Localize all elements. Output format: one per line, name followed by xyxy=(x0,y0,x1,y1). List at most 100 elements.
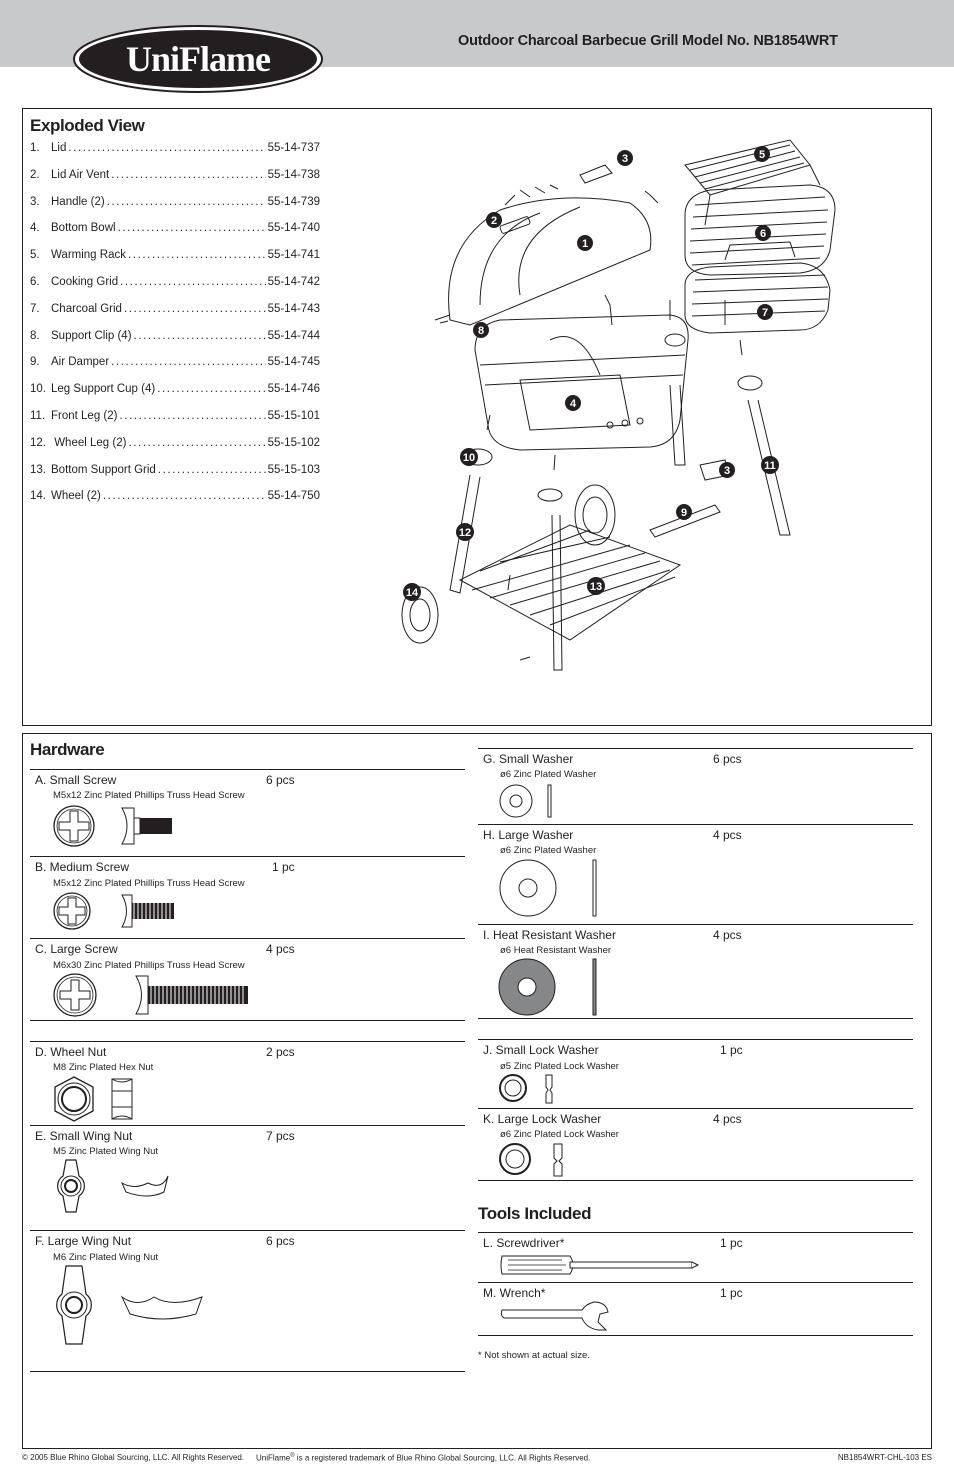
parts-list-item: 10.Leg Support Cup (4)55-14-746 xyxy=(30,383,320,399)
part-number: 11. xyxy=(30,410,46,422)
divider xyxy=(478,1180,913,1181)
dot-leader xyxy=(118,276,266,292)
svg-text:4: 4 xyxy=(570,398,577,410)
svg-text:3: 3 xyxy=(724,465,730,477)
parts-list-item: 1.Lid55-14-737 xyxy=(30,142,320,158)
divider xyxy=(478,1232,913,1233)
hardware-d-desc: M8 Zinc Plated Hex Nut xyxy=(53,1062,154,1073)
dot-leader xyxy=(117,410,266,426)
hardware-d-qty: 2 pcs xyxy=(266,1045,295,1059)
parts-list-item: 3.Handle (2)55-14-739 xyxy=(30,196,320,212)
hardware-title: Hardware xyxy=(30,740,105,759)
hardware-a-desc: M5x12 Zinc Plated Phillips Truss Head Sc… xyxy=(53,790,245,801)
footer-trademark-brand: UniFlame xyxy=(256,1453,291,1463)
divider xyxy=(30,1020,465,1021)
dot-leader xyxy=(116,222,266,238)
hardware-d-label: D. Wheel Nut xyxy=(35,1045,107,1059)
part-number: 2. xyxy=(30,168,40,181)
large-lock-washer-icon xyxy=(499,1143,563,1177)
hardware-g-qty: 6 pcs xyxy=(713,752,742,766)
dot-leader xyxy=(66,142,266,158)
part-name: Bottom Bowl xyxy=(51,222,116,235)
hardware-i-label: I. Heat Resistant Washer xyxy=(483,928,616,942)
hex-nut-icon xyxy=(54,1076,133,1122)
large-wing-nut-icon xyxy=(56,1265,203,1345)
hardware-j-desc: ø5 Zinc Plated Lock Washer xyxy=(500,1061,619,1072)
parts-list-item: 14.Wheel (2)55-14-750 xyxy=(30,490,320,506)
parts-list-item: 9. Air Damper 55-14-745 xyxy=(30,356,320,372)
part-number: 1. xyxy=(30,142,40,154)
hardware-f-desc: M6 Zinc Plated Wing Nut xyxy=(53,1252,159,1263)
hardware-h-label: H. Large Washer xyxy=(483,828,574,842)
parts-list-item: 6.Cooking Grid55-14-742 xyxy=(30,276,320,292)
hardware-panel xyxy=(22,733,932,1449)
dot-leader xyxy=(109,169,266,185)
part-number: 3. xyxy=(30,195,40,208)
divider xyxy=(30,856,465,857)
exploded-diagram: 1 2 3 3 4 5 6 7 8 9 10 11 12 13 14 xyxy=(401,139,836,671)
divider xyxy=(30,1041,465,1042)
hardware-e-label: E. Small Wing Nut xyxy=(35,1129,133,1143)
svg-text:7: 7 xyxy=(762,307,768,319)
part-code: 55-14-737 xyxy=(267,142,320,154)
screwdriver-icon xyxy=(500,1255,700,1275)
hardware-j-label: J. Small Lock Washer xyxy=(483,1043,599,1057)
hardware-g-label: G. Small Washer xyxy=(483,752,574,766)
divider xyxy=(478,1335,913,1336)
dot-leader xyxy=(101,490,266,506)
divider xyxy=(478,924,913,925)
part-name: Wheel (2) xyxy=(51,490,101,503)
large-screw-icon xyxy=(53,973,248,1017)
part-number: 8. xyxy=(30,329,40,342)
part-code: 55-14-746 xyxy=(267,383,320,396)
lid-shape xyxy=(448,197,652,326)
hardware-e-qty: 7 pcs xyxy=(266,1129,295,1143)
tool-m-qty: 1 pc xyxy=(720,1286,743,1300)
part-code: 55-14-738 xyxy=(267,168,320,181)
part-code: 55-14-741 xyxy=(267,249,320,262)
part-number: 4. xyxy=(30,222,40,235)
dot-leader xyxy=(156,464,266,480)
part-name: Support Clip (4) xyxy=(51,329,132,342)
part-name: Bottom Support Grid xyxy=(51,463,156,476)
divider xyxy=(478,1108,913,1109)
callouts: 1 2 3 3 4 5 6 7 8 9 10 11 12 13 14 xyxy=(403,146,779,601)
hardware-e-desc: M5 Zinc Plated Wing Nut xyxy=(53,1146,159,1157)
part-name: Front Leg (2) xyxy=(51,410,118,422)
divider xyxy=(30,1230,465,1231)
part-number: 9. xyxy=(30,356,40,369)
part-number: 13. xyxy=(30,463,46,476)
part-name: Cooking Grid xyxy=(51,276,119,288)
small-lock-washer-icon xyxy=(499,1074,553,1104)
footer-trademark: UniFlame® is a registered trademark of B… xyxy=(256,1453,590,1463)
part-code: 55-14-744 xyxy=(267,329,320,342)
parts-list-item: 13. Bottom Support Grid 55-15-103 xyxy=(30,464,320,480)
divider xyxy=(478,1039,913,1040)
logo-text: UniFlame xyxy=(126,39,271,79)
part-code: 55-15-103 xyxy=(267,463,320,476)
hardware-c-qty: 4 pcs xyxy=(266,942,295,956)
divider xyxy=(30,1371,465,1372)
small-wing-nut-icon xyxy=(57,1159,169,1213)
part-number: 5. xyxy=(30,249,40,262)
svg-text:14: 14 xyxy=(406,587,419,599)
tool-l-qty: 1 pc xyxy=(720,1236,743,1250)
parts-list-item: 5. Warming Rack 55-14-741 xyxy=(30,249,320,265)
part-name: Air Damper xyxy=(51,356,110,369)
part-code: 55-15-101 xyxy=(267,410,320,422)
tool-m-label: M. Wrench* xyxy=(483,1286,546,1300)
hardware-k-desc: ø6 Zinc Plated Lock Washer xyxy=(500,1129,619,1140)
footer-trademark-text: is a registered trademark of Blue Rhino … xyxy=(294,1453,591,1463)
part-code: 55-14-740 xyxy=(267,222,320,235)
part-name: Warming Rack xyxy=(51,249,126,262)
part-code: 55-14-745 xyxy=(267,356,320,369)
part-name: Wheel Leg (2) xyxy=(51,436,127,449)
wrench-icon xyxy=(500,1301,609,1331)
hardware-a-label: A. Small Screw xyxy=(35,773,117,787)
part-code: 55-14-750 xyxy=(267,490,320,503)
hardware-b-label: B. Medium Screw xyxy=(35,860,130,874)
hardware-b-qty: 1 pc xyxy=(272,860,295,874)
parts-list-item: 2.Lid Air Vent55-14-738 xyxy=(30,169,320,185)
svg-text:8: 8 xyxy=(478,325,484,337)
hardware-c-label: C. Large Screw xyxy=(35,942,118,956)
